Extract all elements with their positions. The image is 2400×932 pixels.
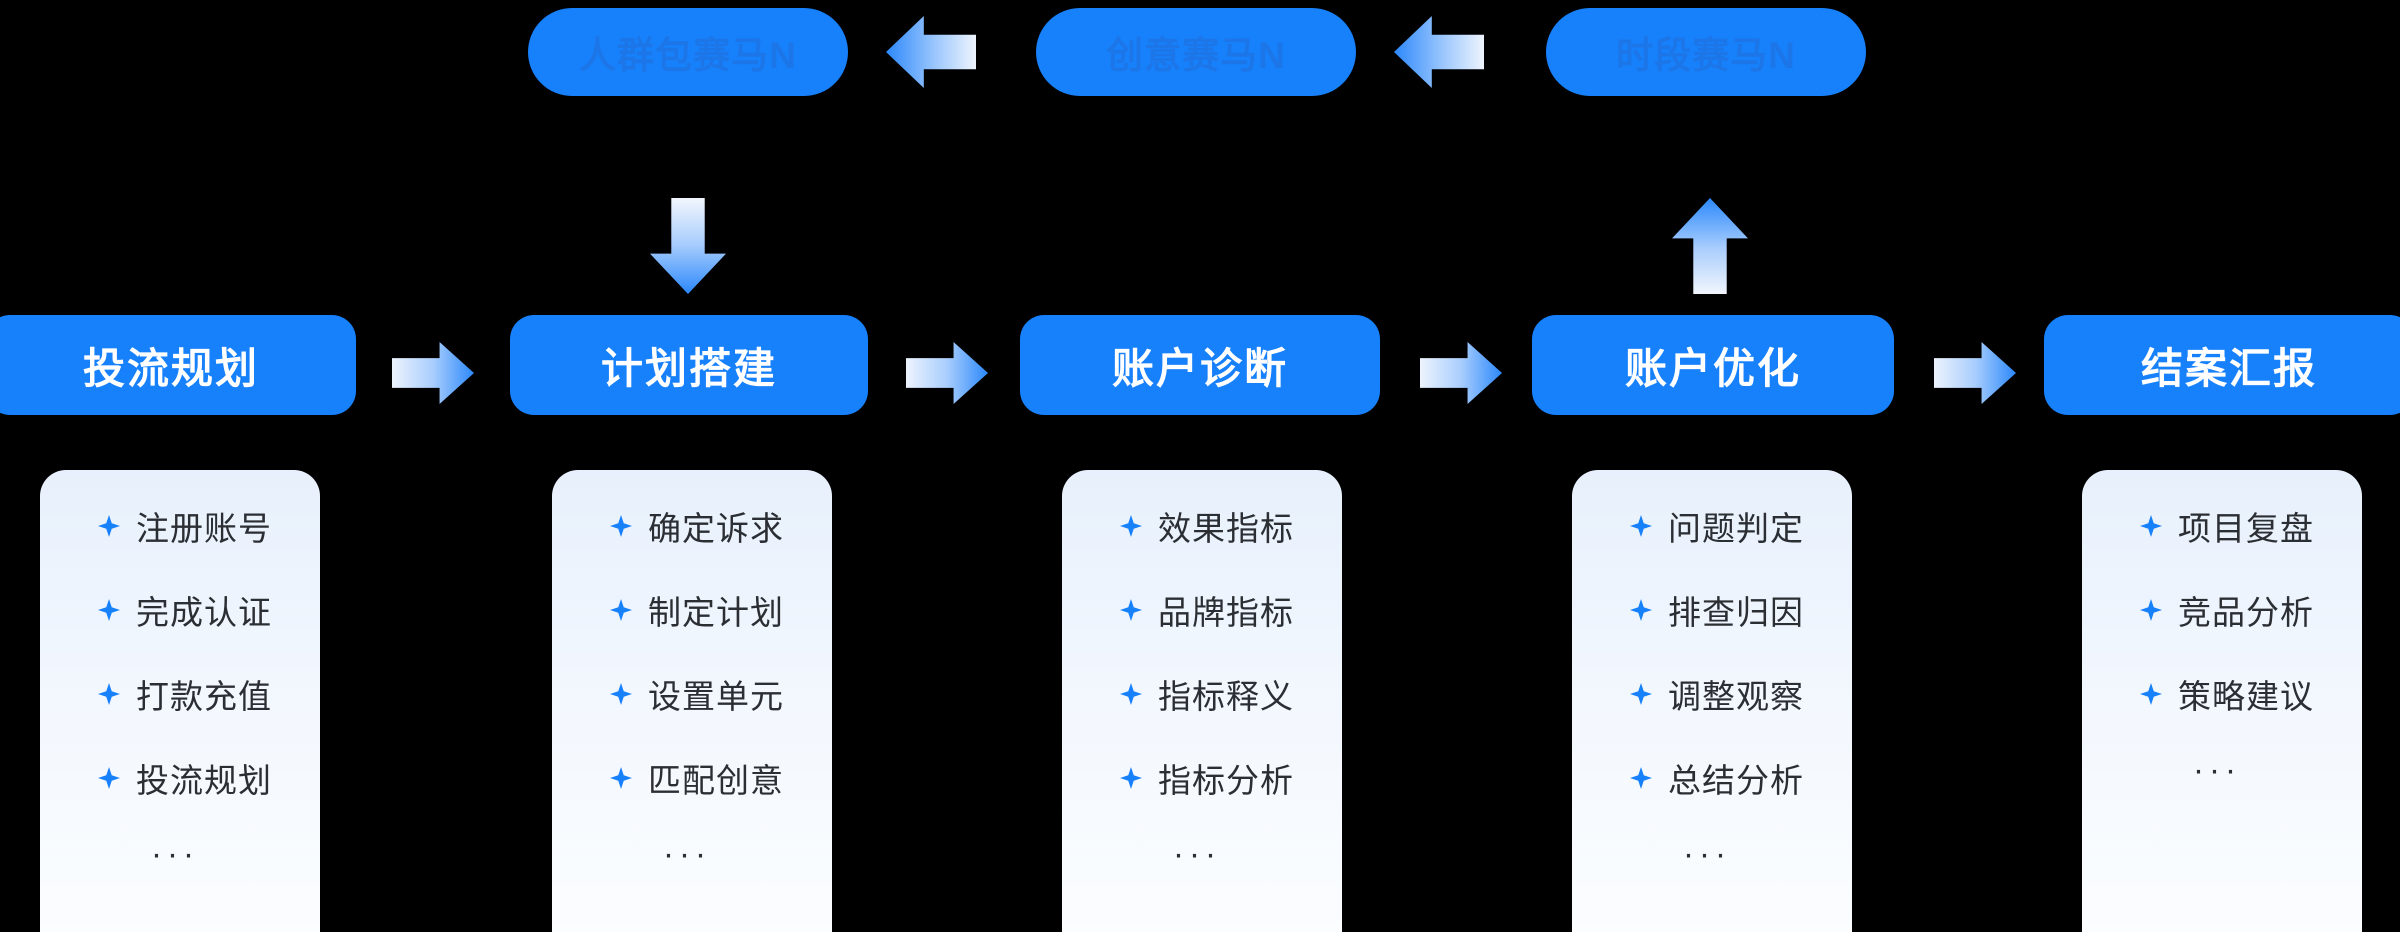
list-item[interactable]: 指标释义 [1062,666,1342,721]
list-item[interactable]: 打款充值 [40,666,320,721]
list-item[interactable]: 品牌指标 [1062,582,1342,637]
diamond-bullet-icon [610,514,632,537]
list-item-label: 策略建议 [2178,677,2314,715]
race-pill-timeslot[interactable]: 时段赛马N [1546,8,1866,96]
list-item[interactable]: 完成认证 [40,582,320,637]
detail-card-campaign-build: 确定诉求 制定计划 设置单元 匹配创意 ··· [552,470,832,932]
list-item[interactable]: 确定诉求 [552,498,832,553]
diamond-bullet-icon [98,598,120,621]
arrow-right-icon [392,342,474,404]
stage-pill-label: 账户优化 [1624,344,1801,392]
stage-pill-account-diagnosis[interactable]: 账户诊断 [1020,315,1380,415]
list-item-label: 制定计划 [648,593,784,631]
more-indicator: ··· [1683,835,1731,872]
list-item[interactable]: 问题判定 [1572,498,1852,553]
stage-pill-label: 结案汇报 [2140,344,2317,392]
arrow-up-icon [1672,198,1748,294]
arrow-right-icon [1934,342,2016,404]
diamond-bullet-icon [1120,682,1142,705]
diamond-bullet-icon [610,682,632,705]
more-indicator: ··· [2193,751,2241,788]
detail-card-planning: 注册账号 完成认证 打款充值 投流规划 ··· [40,470,320,932]
list-item[interactable]: 总结分析 [1572,750,1852,805]
race-pill-label: 创意赛马N [1106,35,1286,76]
diamond-bullet-icon [2140,598,2162,621]
list-item-label: 注册账号 [136,509,272,547]
list-item-label: 问题判定 [1668,509,1804,547]
stage-pill-campaign-build[interactable]: 计划搭建 [510,315,868,415]
list-item[interactable]: 调整观察 [1572,666,1852,721]
list-item-label: 设置单元 [648,677,784,715]
arrow-left-icon [886,16,976,88]
stage-pill-label: 账户诊断 [1111,344,1288,392]
list-item-label: 匹配创意 [648,761,784,799]
arrow-right-icon [1420,342,1502,404]
list-item[interactable]: 设置单元 [552,666,832,721]
list-item[interactable]: 效果指标 [1062,498,1342,553]
diamond-bullet-icon [1630,514,1652,537]
list-item-label: 指标分析 [1158,761,1294,799]
diamond-bullet-icon [1120,514,1142,537]
race-pill-audience[interactable]: 人群包赛马N [528,8,848,96]
diamond-bullet-icon [1120,598,1142,621]
diamond-bullet-icon [98,514,120,537]
list-item-label: 打款充值 [136,677,272,715]
diamond-bullet-icon [610,598,632,621]
list-item-label: 指标释义 [1158,677,1294,715]
stage-pill-final-report[interactable]: 结案汇报 [2044,315,2400,415]
list-item[interactable]: 策略建议 [2082,666,2362,721]
stage-pill-label: 投流规划 [82,344,259,392]
list-item[interactable]: 竞品分析 [2082,582,2362,637]
list-item-label: 项目复盘 [2178,509,2314,547]
list-item[interactable]: 项目复盘 [2082,498,2362,553]
list-item-label: 竞品分析 [2178,593,2314,631]
detail-card-account-optimization: 问题判定 排查归因 调整观察 总结分析 ··· [1572,470,1852,932]
detail-card-final-report: 项目复盘 竞品分析 策略建议 ··· [2082,470,2362,932]
diamond-bullet-icon [1630,598,1652,621]
list-item-label: 排查归因 [1668,593,1804,631]
list-item[interactable]: 注册账号 [40,498,320,553]
list-item-label: 效果指标 [1158,509,1294,547]
list-item-label: 品牌指标 [1158,593,1294,631]
race-pill-label: 人群包赛马N [579,35,797,76]
list-item-label: 投流规划 [136,761,272,799]
list-item-label: 完成认证 [136,593,272,631]
race-pill-label: 时段赛马N [1616,35,1796,76]
arrow-down-icon [650,198,726,294]
more-indicator: ··· [151,835,199,872]
arrow-right-icon [906,342,988,404]
more-indicator: ··· [1173,835,1221,872]
diamond-bullet-icon [98,766,120,789]
list-item[interactable]: 匹配创意 [552,750,832,805]
arrow-left-icon [1394,16,1484,88]
stage-pill-planning[interactable]: 投流规划 [0,315,356,415]
race-pill-creative[interactable]: 创意赛马N [1036,8,1356,96]
detail-card-account-diagnosis: 效果指标 品牌指标 指标释义 指标分析 ··· [1062,470,1342,932]
diamond-bullet-icon [1120,766,1142,789]
list-item-label: 确定诉求 [648,509,784,547]
list-item[interactable]: 排查归因 [1572,582,1852,637]
diamond-bullet-icon [2140,514,2162,537]
stage-pill-account-optimization[interactable]: 账户优化 [1532,315,1894,415]
diamond-bullet-icon [98,682,120,705]
list-item-label: 总结分析 [1668,761,1804,799]
list-item[interactable]: 制定计划 [552,582,832,637]
list-item-label: 调整观察 [1668,677,1804,715]
more-indicator: ··· [663,835,711,872]
stage-pill-label: 计划搭建 [600,344,777,392]
diamond-bullet-icon [1630,682,1652,705]
diamond-bullet-icon [1630,766,1652,789]
list-item[interactable]: 投流规划 [40,750,320,805]
diamond-bullet-icon [2140,682,2162,705]
diamond-bullet-icon [610,766,632,789]
list-item[interactable]: 指标分析 [1062,750,1342,805]
